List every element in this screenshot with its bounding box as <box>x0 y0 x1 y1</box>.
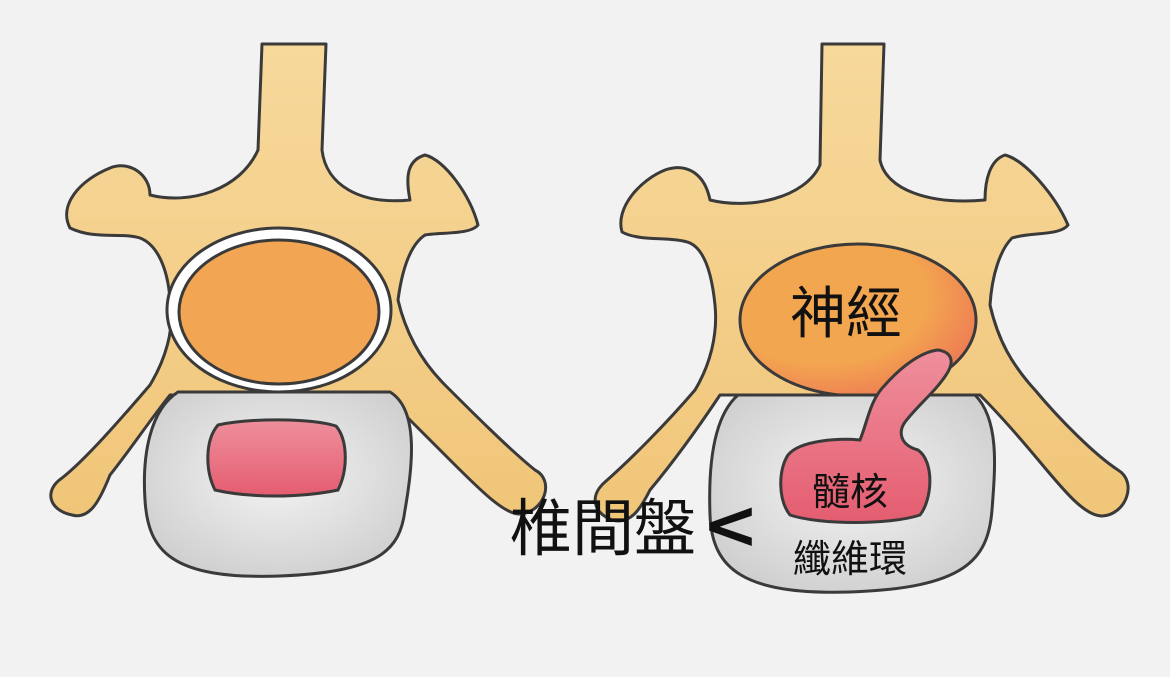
nucleus-pulposus <box>206 418 347 498</box>
annulus-fibrosus-label: 纖維環 <box>793 537 908 581</box>
herniated-nucleus-pulposus <box>779 348 953 524</box>
normal-vertebra <box>49 42 548 578</box>
intervertebral-disc-label: 椎間盤 <box>510 492 697 565</box>
nucleus-pulposus-label: 髓核 <box>812 470 889 514</box>
herniated-vertebra <box>593 42 1130 594</box>
pointer-bracket-icon: < <box>702 486 759 565</box>
spinal-nerve <box>177 238 381 386</box>
nerve-label: 神經 <box>790 282 902 347</box>
